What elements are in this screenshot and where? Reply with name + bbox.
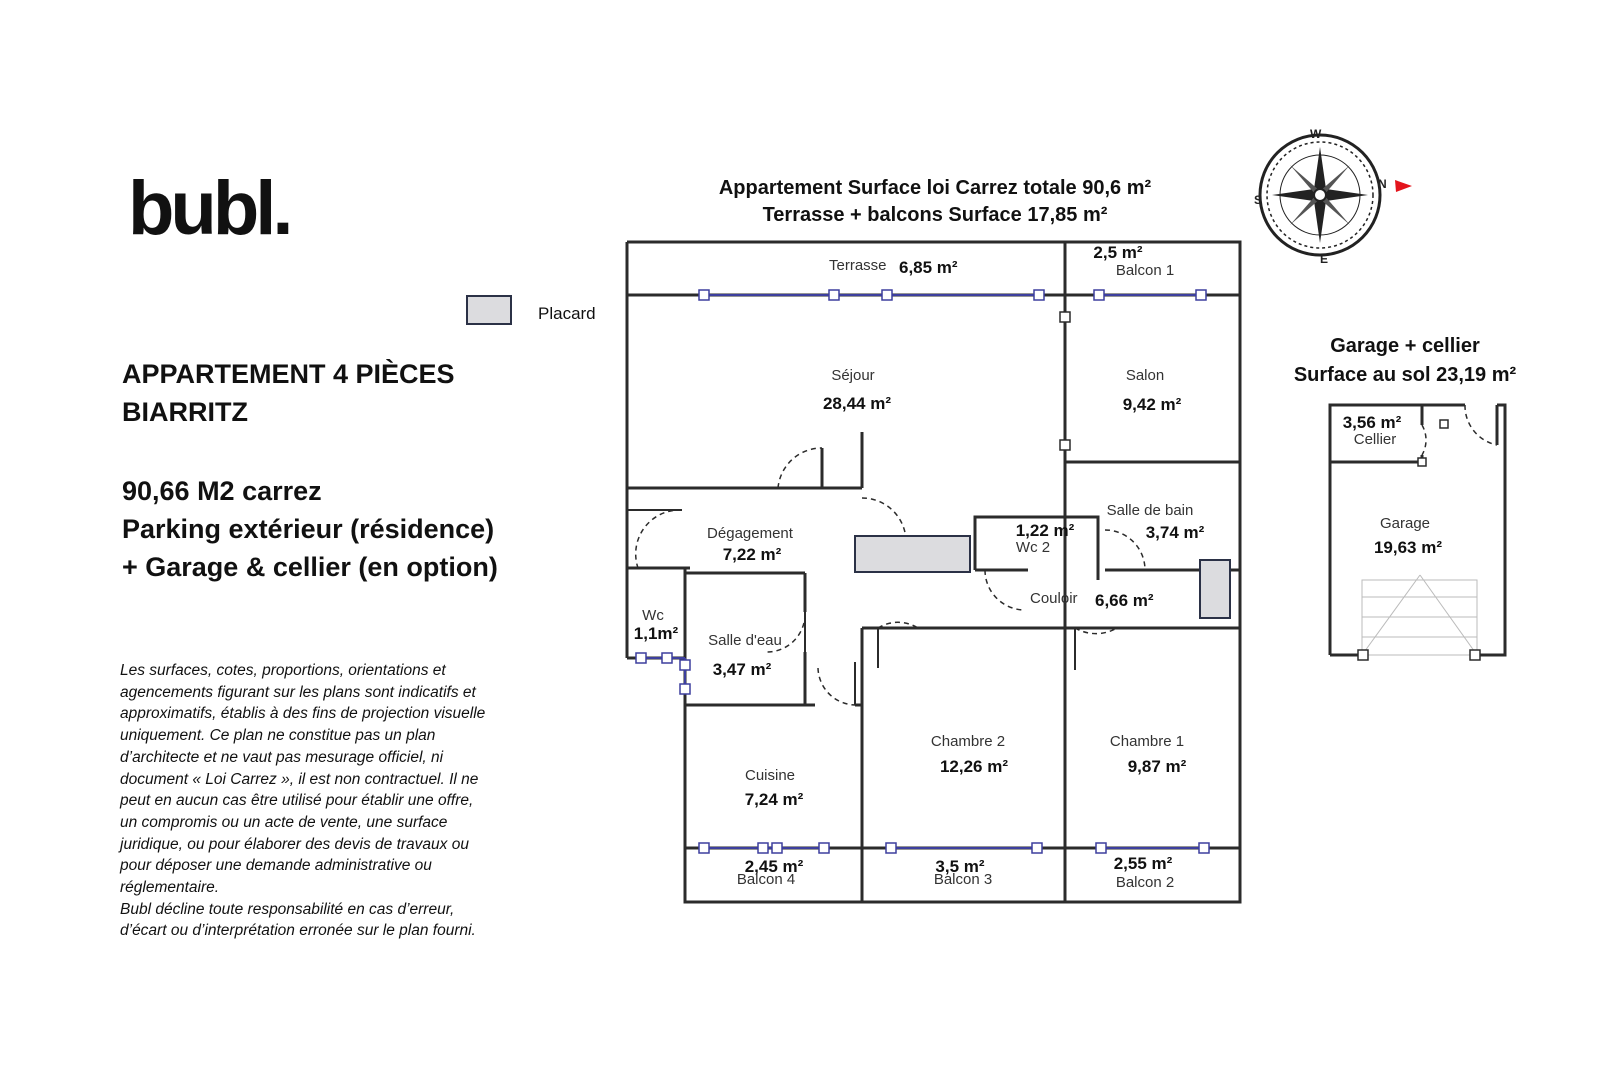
room-salle-deau-area: 3,47 m² xyxy=(713,660,772,679)
room-balcon4-area: 2,45 m² xyxy=(745,857,804,876)
room-wc2-area: 1,22 m² xyxy=(1016,521,1075,540)
placard-legend-swatch xyxy=(466,295,512,325)
compass-west: W xyxy=(1310,127,1322,141)
logo-text: bubl. xyxy=(128,176,290,246)
sliding-door-markers xyxy=(1059,311,1071,451)
listing-surface: 90,66 M2 carrez xyxy=(122,476,322,506)
room-salle-deau-name: Salle d'eau xyxy=(708,632,782,649)
room-balcon2-area: 2,55 m² xyxy=(1114,854,1173,873)
room-couloir-area: 6,66 m² xyxy=(1095,591,1154,610)
plan-title-carrez: Appartement Surface loi Carrez totale 90… xyxy=(718,177,1152,199)
disclaimer-text: Les surfaces, cotes, proportions, orient… xyxy=(120,662,486,897)
room-garage-area: 19,63 m² xyxy=(1374,538,1442,557)
room-chambre2-name: Chambre 2 xyxy=(931,733,1005,750)
garage-markers xyxy=(1357,419,1481,661)
listing-city: BIARRITZ xyxy=(122,397,248,427)
room-salon-area: 9,42 m² xyxy=(1123,395,1182,414)
room-garage-name: Garage xyxy=(1380,515,1430,532)
room-chambre1-area: 9,87 m² xyxy=(1128,757,1187,776)
room-couloir-name: Couloir xyxy=(1030,590,1078,607)
listing-type: APPARTEMENT 4 PIÈCES xyxy=(122,359,455,389)
room-balcon4-name: Balcon 4 xyxy=(737,871,795,888)
compass-north: N xyxy=(1378,177,1387,191)
room-terrasse-area: 6,85 m² xyxy=(899,258,958,277)
room-balcon3-name: Balcon 3 xyxy=(934,871,992,888)
room-chambre2-area: 12,26 m² xyxy=(940,757,1008,776)
room-wc-name: Wc xyxy=(642,607,664,624)
room-chambre1-name: Chambre 1 xyxy=(1110,733,1184,750)
placard-legend-label: Placard xyxy=(538,304,596,323)
plan-title-terrace: Terrasse + balcons Surface 17,85 m² xyxy=(762,204,1108,226)
door-leaves xyxy=(627,432,1076,705)
disclaimer: Les surfaces, cotes, proportions, orient… xyxy=(120,660,492,942)
garage-title-line2: Surface au sol 23,19 m² xyxy=(1293,364,1517,386)
placard-closet xyxy=(1199,559,1231,619)
room-balcon1-area: 2,5 m² xyxy=(1093,243,1142,262)
room-salle-de-bain-name: Salle de bain xyxy=(1107,502,1194,519)
garage-door-markings xyxy=(1361,574,1478,656)
compass-east: E xyxy=(1320,252,1328,266)
garage-title: Garage + cellier Surface au sol 23,19 m² xyxy=(1270,332,1540,390)
room-sejour-name: Séjour xyxy=(831,367,874,384)
room-salle-de-bain-area: 3,74 m² xyxy=(1146,523,1205,542)
room-degagement-name: Dégagement xyxy=(707,525,794,542)
room-balcon1-name: Balcon 1 xyxy=(1116,262,1174,279)
window-handles xyxy=(635,289,1210,854)
room-terrasse-name: Terrasse xyxy=(829,257,887,274)
room-balcon3-area: 3,5 m² xyxy=(935,857,984,876)
listing-garage-option: + Garage & cellier (en option) xyxy=(122,552,498,582)
disclaimer-responsibility: Bubl décline toute responsabilité en cas… xyxy=(120,900,476,940)
bubl-logo: bubl. xyxy=(128,176,294,246)
plan-title: Appartement Surface loi Carrez totale 90… xyxy=(690,175,1180,229)
room-cellier-area: 3,56 m² xyxy=(1343,413,1402,432)
placard-closet xyxy=(854,535,971,573)
compass-south: S xyxy=(1254,193,1262,207)
room-sejour-area: 28,44 m² xyxy=(823,394,891,413)
room-salon-name: Salon xyxy=(1126,367,1164,384)
room-wc2-name: Wc 2 xyxy=(1016,539,1050,556)
room-balcon2-name: Balcon 2 xyxy=(1116,874,1174,891)
room-degagement-area: 7,22 m² xyxy=(723,545,782,564)
compass-rose-icon: N S E W xyxy=(1254,127,1387,266)
room-cuisine-area: 7,24 m² xyxy=(745,790,804,809)
listing-parking: Parking extérieur (résidence) xyxy=(122,514,495,544)
room-cuisine-name: Cuisine xyxy=(745,767,795,784)
room-cellier-name: Cellier xyxy=(1354,431,1397,448)
garage-title-line1: Garage + cellier xyxy=(1330,335,1480,357)
north-arrow-icon xyxy=(1395,180,1412,192)
room-wc-area: 1,1m² xyxy=(634,624,679,643)
